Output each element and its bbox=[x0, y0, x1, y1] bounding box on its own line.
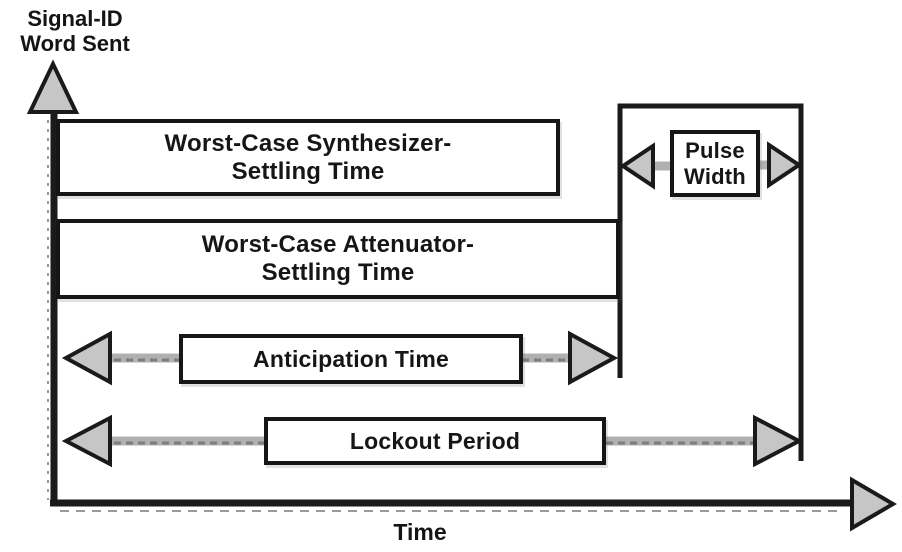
attenuator-settling-box: Worst-Case Attenuator- Settling Time bbox=[56, 219, 620, 299]
lockout-period-box: Lockout Period bbox=[264, 417, 606, 465]
synthesizer-settling-box: Worst-Case Synthesizer- Settling Time bbox=[56, 119, 560, 196]
synthesizer-settling-line1: Worst-Case Synthesizer- bbox=[164, 129, 452, 157]
pulse-outline bbox=[617, 103, 804, 461]
y-axis-label-line2: Word Sent bbox=[20, 31, 130, 56]
lockout-period-label: Lockout Period bbox=[349, 428, 521, 454]
pulse-width-box: Pulse Width bbox=[670, 130, 760, 197]
pulse-width-line2: Width bbox=[684, 163, 746, 189]
x-axis-label-text: Time bbox=[393, 519, 447, 545]
attenuator-settling-line2: Settling Time bbox=[261, 259, 415, 286]
attenuator-settling-line1: Worst-Case Attenuator- bbox=[201, 231, 475, 258]
x-axis-label: Time bbox=[330, 519, 510, 545]
y-axis-arrowhead-icon bbox=[26, 59, 80, 114]
pulse-width-line1: Pulse bbox=[685, 137, 745, 163]
anticipation-left-arrowhead-icon bbox=[61, 330, 112, 386]
x-axis-arrowhead-icon bbox=[850, 476, 897, 532]
y-axis-label-line1: Signal-ID bbox=[27, 6, 123, 31]
lockout-left-arrowhead-icon bbox=[61, 414, 112, 468]
pulse-width-left-arrowhead-icon bbox=[619, 142, 655, 190]
synthesizer-settling-line2: Settling Time bbox=[231, 157, 385, 185]
anticipation-time-label: Anticipation Time bbox=[253, 346, 449, 372]
lockout-right-arrowhead-icon bbox=[753, 414, 804, 468]
anticipation-right-arrowhead-icon bbox=[568, 330, 619, 386]
anticipation-time-box: Anticipation Time bbox=[179, 334, 523, 384]
y-axis-label: Signal-ID Word Sent bbox=[2, 6, 148, 56]
pulse-width-right-arrowhead-icon bbox=[767, 141, 803, 189]
